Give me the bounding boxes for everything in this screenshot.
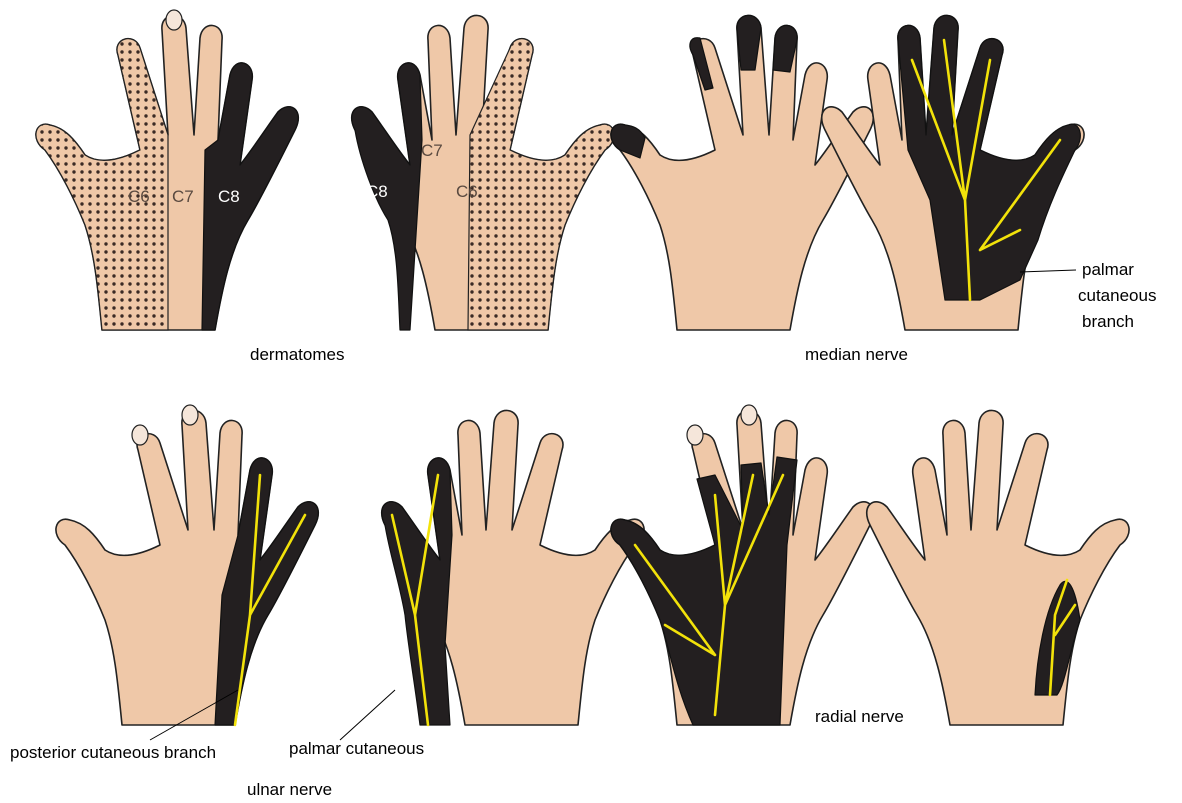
label-c8-left: C8	[218, 187, 240, 206]
annot-median-palmar-3: branch	[1082, 312, 1134, 331]
annot-ulnar-posterior: posterior cutaneous branch	[10, 743, 216, 762]
annot-median-palmar-1: palmar	[1082, 260, 1134, 279]
median-hand-dorsal	[611, 15, 873, 330]
caption-ulnar: ulnar nerve	[247, 780, 332, 799]
radial-hand-dorsal	[611, 405, 873, 725]
caption-dermatomes: dermatomes	[250, 345, 344, 364]
dermatome-hand-dorsal	[36, 10, 298, 330]
label-c7-left: C7	[172, 187, 194, 206]
dermatome-hand-palmar	[352, 15, 614, 330]
label-c7-right: C7	[421, 141, 443, 160]
median-hand-palmar	[822, 15, 1084, 330]
label-c8-right: C8	[366, 182, 388, 201]
radial-hand-palmar	[867, 410, 1129, 725]
leader-ulnar-palmar	[340, 690, 395, 740]
annot-ulnar-palmar: palmar cutaneous	[289, 739, 424, 758]
annot-median-palmar-2: cutaneous	[1078, 286, 1156, 305]
label-c6-right: C6	[456, 182, 478, 201]
leader-median-palmar	[1020, 270, 1076, 272]
ulnar-hand-dorsal	[56, 405, 318, 725]
label-c6-left: C6	[128, 187, 150, 206]
ulnar-hand-palmar	[382, 410, 644, 725]
caption-radial: radial nerve	[815, 707, 904, 726]
caption-median: median nerve	[805, 345, 908, 364]
